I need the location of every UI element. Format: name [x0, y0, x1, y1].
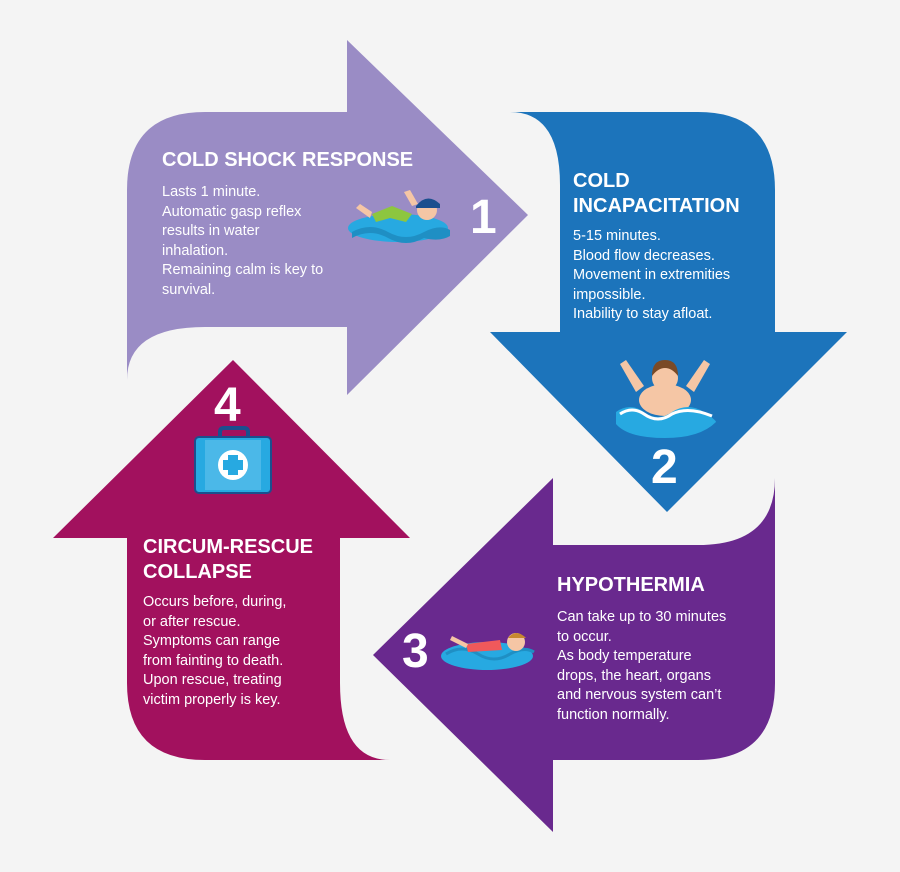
step-1-title: COLD SHOCK RESPONSE — [162, 149, 414, 171]
swimmer-icon — [348, 190, 450, 243]
step-1-text: COLD SHOCK RESPONSE Lasts 1 minute. Auto… — [162, 148, 452, 300]
step-3-title: HYPOTHERMIA — [557, 574, 705, 596]
step-4-title: CIRCUM-RESCUE COLLAPSE — [143, 536, 313, 583]
first-aid-kit-icon — [194, 426, 272, 494]
step-2-body: 5-15 minutes. Blood flow decreases. Move… — [573, 228, 731, 322]
arrow-step-1 — [127, 40, 528, 395]
drowning-person-icon — [616, 360, 716, 438]
step-number-1: 1 — [470, 191, 497, 244]
step-number-3: 3 — [402, 625, 429, 678]
floating-person-icon — [441, 633, 535, 670]
step-number-4: 4 — [214, 379, 241, 432]
step-number-2: 2 — [651, 441, 678, 494]
step-2-text: COLD INCAPACITATION 5-15 minutes. Blood … — [573, 169, 773, 325]
step-2-title: COLD INCAPACITATION — [573, 170, 740, 217]
arrow-step-3 — [373, 478, 775, 832]
step-4-text: CIRCUM-RESCUE COLLAPSE Occurs before, du… — [143, 535, 338, 710]
step-1-body: Lasts 1 minute. Automatic gasp reflex re… — [162, 184, 324, 298]
arrow-step-4 — [53, 360, 410, 760]
step-3-body: Can take up to 30 minutes to occur. As b… — [557, 609, 727, 723]
step-4-body: Occurs before, during, or after rescue. … — [143, 594, 287, 708]
arrow-step-2 — [490, 112, 847, 512]
step-3-text: HYPOTHERMIA Can take up to 30 minutes to… — [557, 573, 767, 725]
